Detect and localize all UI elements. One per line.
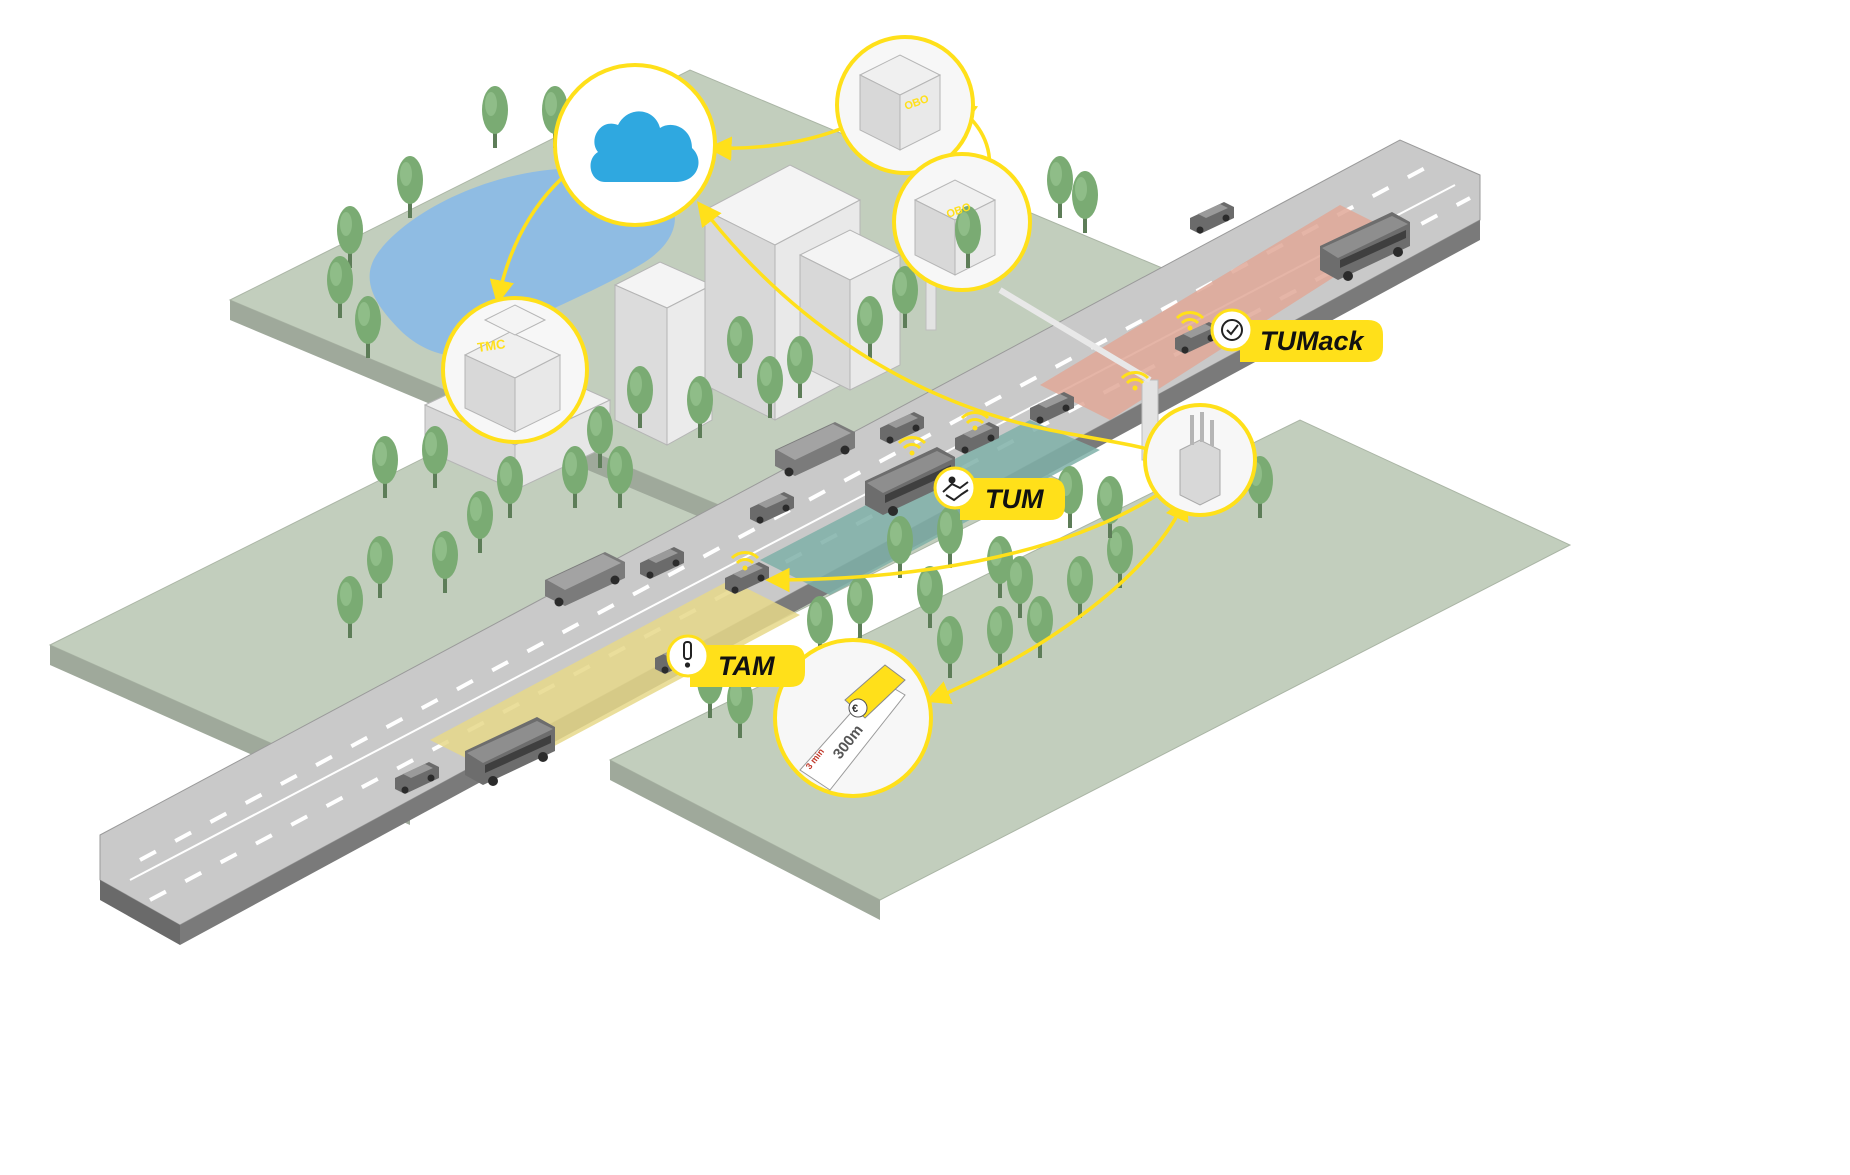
- obo-callout-2: OBO: [892, 152, 1032, 292]
- tum-label: TUM: [985, 484, 1044, 514]
- cloud-icon: [590, 111, 699, 182]
- roadside-unit-callout: [1143, 403, 1257, 517]
- tmc-tag: TMC: [476, 336, 507, 355]
- cloud-callout: [553, 63, 717, 227]
- currency-symbol: €: [852, 703, 858, 715]
- tmc-callout: TMC: [441, 296, 589, 444]
- tam-badge: TAM: [666, 634, 805, 687]
- tum-badge: TUM: [933, 466, 1065, 520]
- exclamation-icon: [683, 641, 692, 668]
- check-circle-icon: [1221, 319, 1243, 341]
- office-tower-3: [798, 229, 902, 391]
- tumack-label: TUMack: [1260, 326, 1366, 356]
- obo-callout-1: OBO: [835, 35, 975, 175]
- tam-label: TAM: [718, 651, 775, 681]
- handshake-icon: [942, 476, 969, 502]
- phone-callout: € 300m 3 min: [773, 638, 933, 798]
- tumack-badge: TUMack: [1210, 308, 1383, 362]
